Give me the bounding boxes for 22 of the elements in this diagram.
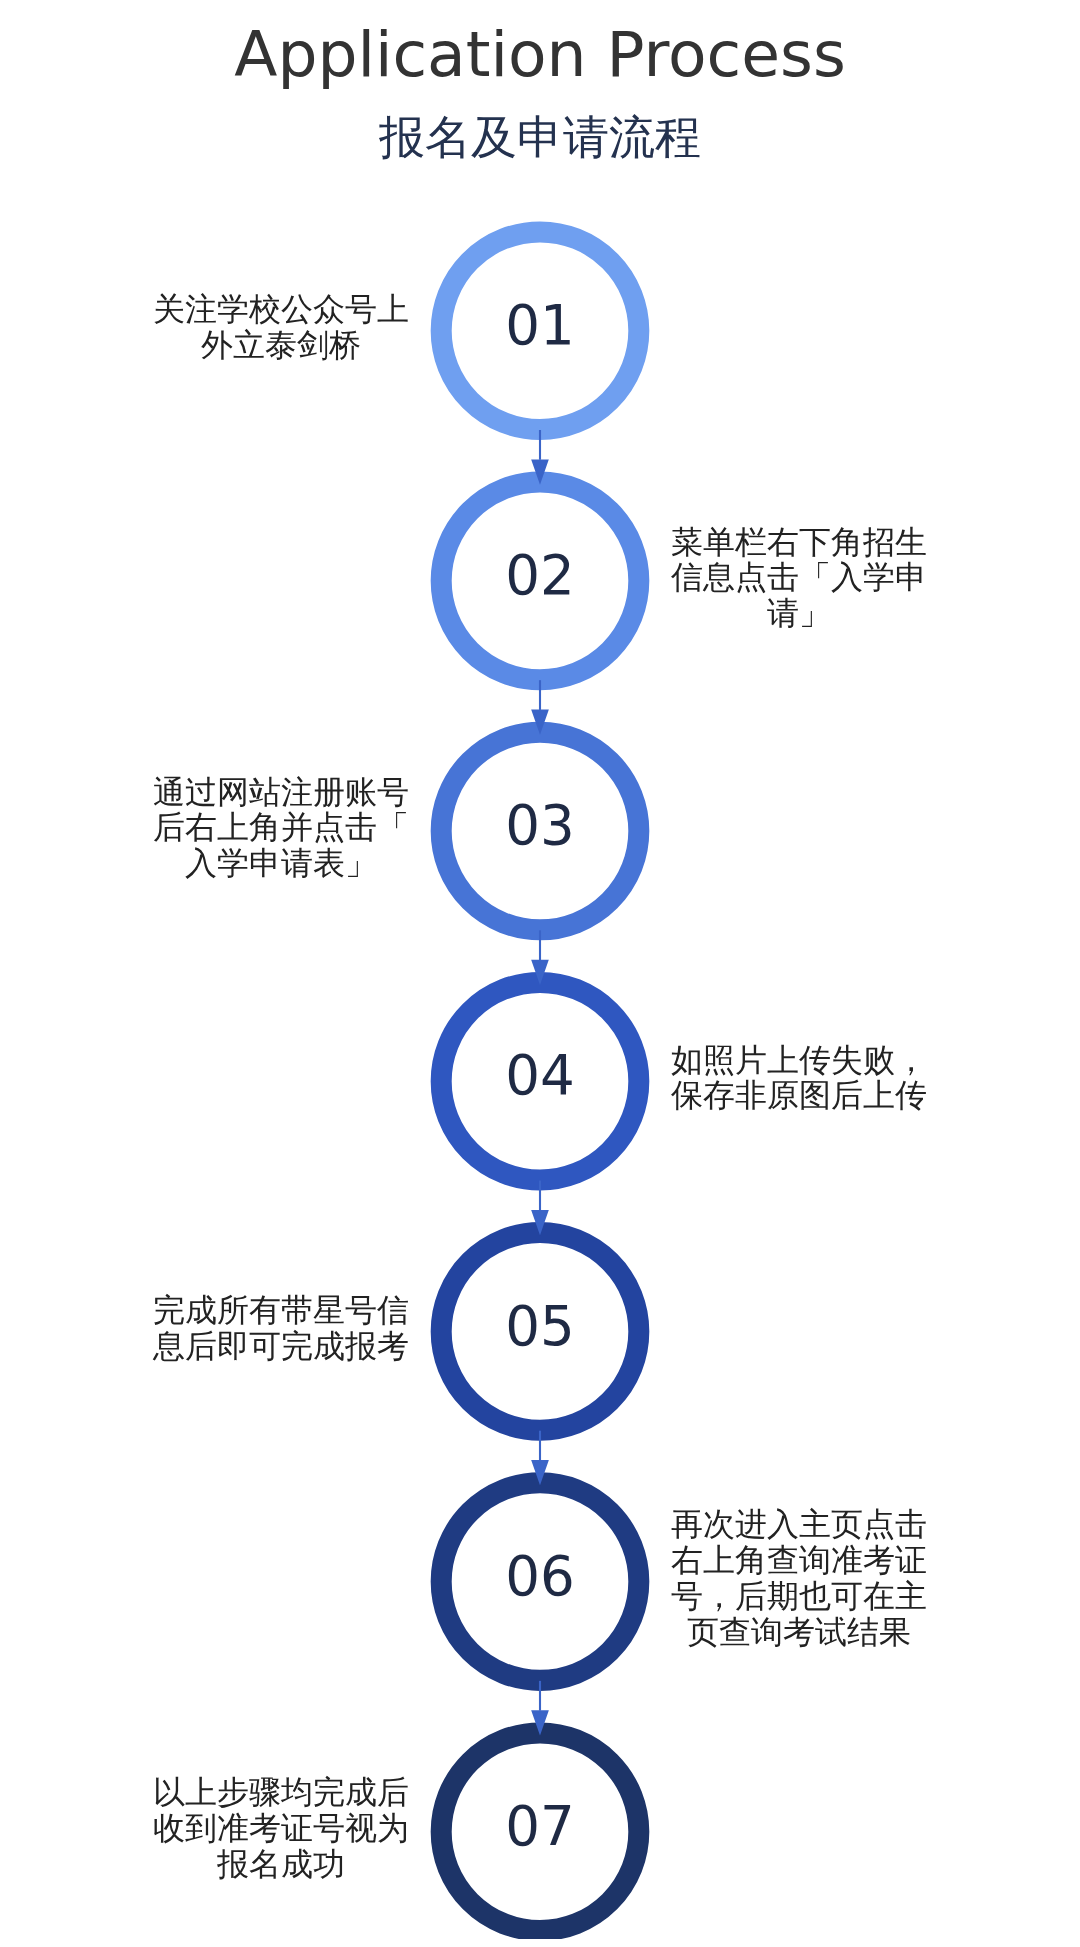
node-label: 关注学校公众号上外立泰剑桥: [153, 290, 410, 363]
arrow: [531, 1430, 549, 1485]
node-label: 如照片上传失败，保存非原图后上传: [670, 1041, 927, 1113]
node-label: 通过网站注册账号后右上角并点击「入学申请表」: [153, 773, 410, 881]
label: 报名及申请流程: [379, 109, 701, 164]
node-circle: 02: [430, 471, 650, 690]
arrow: [531, 1680, 549, 1735]
diagram-title: Application Process: [234, 16, 846, 91]
arrow: [531, 929, 549, 985]
arrow: [531, 1180, 549, 1235]
node-circle: 04: [430, 971, 650, 1191]
node-circle: 06: [430, 1471, 650, 1691]
node-circle: 07: [430, 1721, 650, 1939]
node-label: 完成所有带星号信息后即可完成报考: [153, 1291, 410, 1364]
node-label: 菜单栏右下角招生信息点击「入学申请」: [670, 522, 927, 631]
node-circle: 01: [430, 220, 650, 440]
node-circle: 03: [430, 721, 650, 940]
arrow: [531, 429, 549, 485]
node-label: 以上步骤均完成后收到准考证号视为报名成功: [153, 1773, 410, 1882]
arrow: [531, 679, 549, 735]
node-circle: 05: [430, 1221, 650, 1441]
node-label: 再次进入主页点击右上角查询准考证号，后期也可在主页查询考试结果: [670, 1505, 927, 1650]
